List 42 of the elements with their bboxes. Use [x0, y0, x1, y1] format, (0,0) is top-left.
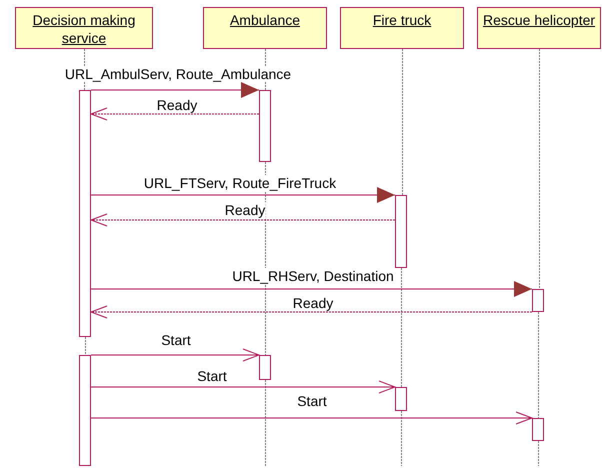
lifeline [401, 268, 402, 388]
lifeline [401, 410, 402, 466]
lifeline [538, 440, 539, 466]
message-arrow [90, 412, 532, 424]
participant-name: Rescue helicopter [482, 11, 596, 29]
lifeline [538, 312, 539, 418]
message-label: URL_RHServ, Destination [231, 268, 395, 284]
participant-name: Decision making service [32, 11, 136, 47]
return-message-arrow [90, 108, 260, 120]
message-arrow [90, 348, 260, 362]
activation-bar [395, 195, 407, 268]
activation-bar [259, 90, 271, 162]
lifeline [85, 336, 86, 356]
lifeline [402, 48, 403, 196]
lifeline-header [203, 7, 327, 49]
message-label: Start [296, 393, 328, 409]
activation-bar [79, 90, 91, 337]
lifeline-header [15, 7, 153, 49]
message-arrow [90, 380, 396, 394]
return-message-arrow [90, 306, 532, 318]
message-arrow [90, 187, 396, 203]
return-message-arrow [90, 214, 396, 226]
activation-bar [79, 355, 91, 466]
lifeline [265, 380, 266, 466]
activation-bar [532, 289, 544, 312]
activation-bar [532, 418, 544, 441]
message-arrow [90, 281, 532, 297]
message-label: Ready [292, 295, 334, 311]
message-label: URL_AmbulServ, Route_Ambulance [64, 66, 292, 82]
message-label: Ready [224, 202, 266, 218]
message-label: Start [196, 368, 228, 384]
lifeline [539, 48, 540, 290]
participant-name: Fire truck [372, 11, 432, 29]
activation-bar [395, 387, 407, 411]
message-label: Start [160, 332, 192, 348]
lifeline-header [340, 7, 464, 49]
message-arrow [90, 82, 260, 98]
message-label: URL_FTServ, Route_FireTruck [142, 175, 338, 191]
lifeline-header [477, 7, 601, 49]
message-label: Ready [156, 97, 198, 113]
activation-bar [259, 355, 271, 380]
participant-name: Ambulance [230, 11, 300, 29]
